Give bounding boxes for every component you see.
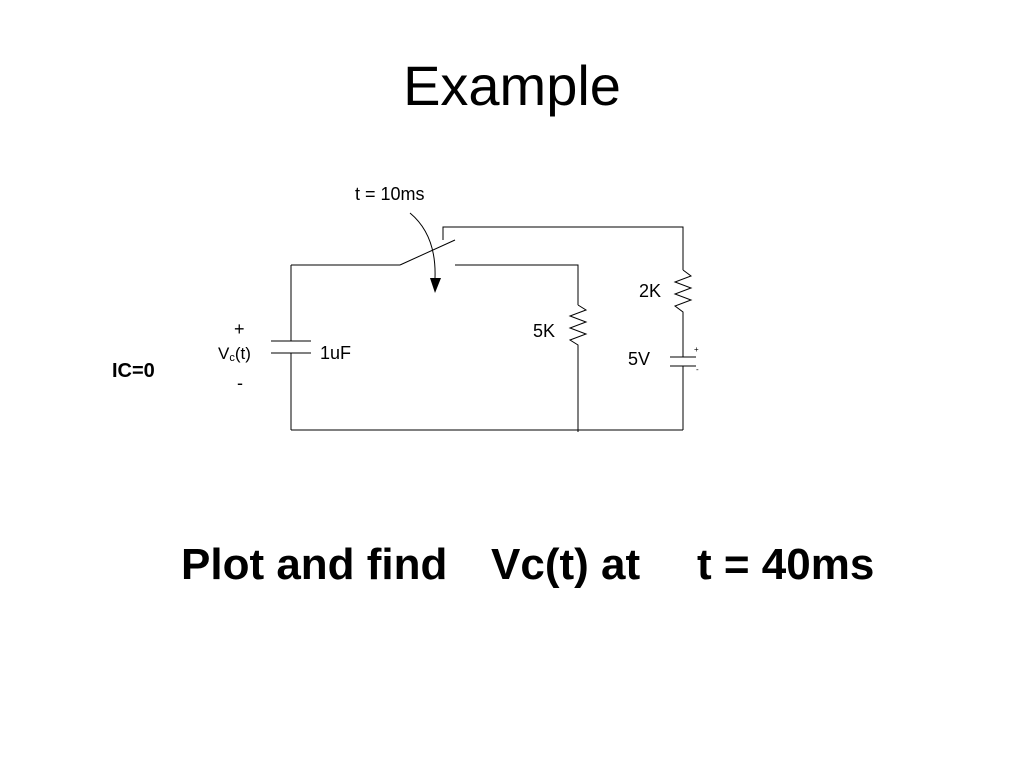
vc-plus-sign: + [234,319,245,339]
task-part1: Plot and find [181,540,448,589]
battery-minus-sign: - [696,365,699,374]
capacitor-value-label: 1uF [320,343,352,363]
vc-suffix: (t) [234,344,251,363]
arrow-head [430,278,441,293]
task-part3: t = 40ms [697,540,875,589]
switch-time-arrow [409,212,436,279]
resistor-5k-label: 5K [533,321,556,341]
vc-minus-sign: - [237,373,243,393]
resistor-5k [568,304,588,352]
resistor-2k-label: 2K [639,281,662,301]
switch-time-label: t = 10ms [355,184,425,204]
vc-label: Vc(t) [218,345,251,364]
initial-condition-label: IC=0 [112,360,155,382]
slide-title: Example [403,54,621,117]
wire-switch-upper [442,226,684,270]
resistor-2k [673,269,693,318]
wire-switch-lower [455,264,579,305]
task-part2: Vc(t) at [491,540,641,589]
source-voltage-label: 5V [628,349,651,369]
switch-blade [399,239,456,266]
vc-name: V [218,344,230,363]
vc-subscript: c [229,352,235,364]
battery-plus-sign: + [694,345,699,354]
